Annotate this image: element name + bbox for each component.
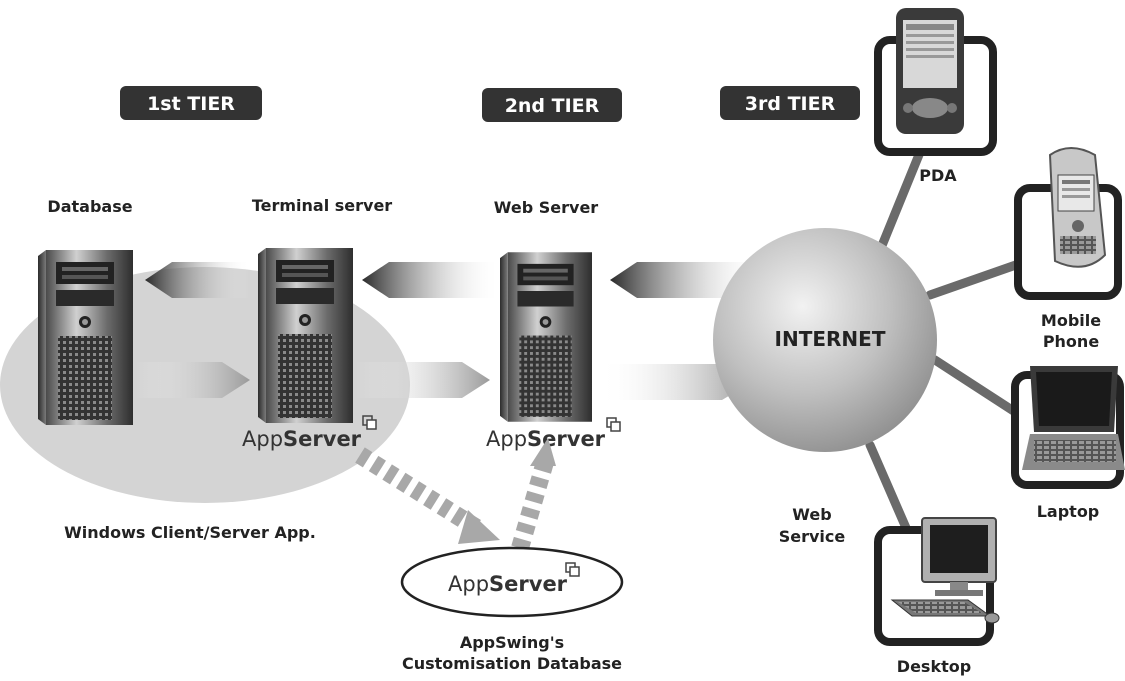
pda-icon [896, 8, 964, 134]
laptop-device: Laptop [1011, 366, 1125, 521]
pda-label: PDA [919, 166, 957, 185]
desktop-icon [890, 517, 1000, 624]
internet-label: INTERNET [775, 327, 886, 351]
arrow-left-1 [145, 262, 250, 298]
appserver-prefix: App [486, 427, 527, 451]
desktop-device: Desktop [874, 517, 1000, 676]
mobile-phone-device: Mobile Phone [1014, 147, 1122, 351]
customisation-db-ellipse [400, 546, 624, 618]
svg-text:AppServer: AppServer [448, 572, 568, 596]
tier-label-2: 2nd TIER [505, 95, 600, 117]
arrow-right-3 [600, 364, 752, 400]
appserver-prefix: App [448, 572, 489, 596]
web-server-label: Web Server [494, 198, 599, 217]
database-label: Database [47, 197, 132, 216]
mobile-label-line2: Phone [1043, 332, 1100, 351]
tier-badge-2: 2nd TIER [482, 88, 622, 122]
appserver-logo-web: AppServer [486, 417, 621, 451]
customisation-label-line2: Customisation Database [402, 654, 622, 673]
svg-text:AppServer: AppServer [486, 427, 606, 451]
appserver-bold: Server [283, 427, 362, 451]
database-server-icon [38, 250, 133, 425]
web-service-label-line2: Service [779, 527, 846, 546]
terminal-server-label: Terminal server [252, 196, 392, 215]
laptop-label: Laptop [1037, 502, 1100, 521]
pda-device: PDA [874, 8, 997, 185]
mobile-label-line1: Mobile [1041, 311, 1101, 330]
tier-label-3: 3rd TIER [745, 93, 836, 115]
client-server-label: Windows Client/Server App. [64, 523, 316, 542]
customisation-label-line1: AppSwing's [460, 633, 564, 652]
arrow-left-2 [362, 262, 500, 298]
laptop-icon [1022, 366, 1125, 470]
dashed-arrow-from-db [511, 438, 556, 551]
appserver-prefix: App [242, 427, 283, 451]
web-service-label-line1: Web [792, 505, 831, 524]
appserver-logo-terminal: AppServer [242, 415, 377, 451]
dashed-arrow-to-db [355, 447, 500, 544]
desktop-label: Desktop [897, 657, 971, 676]
internet-globe [713, 228, 937, 452]
terminal-server-icon [258, 248, 353, 423]
svg-text:AppServer: AppServer [242, 427, 362, 451]
tier-badge-3: 3rd TIER [720, 86, 860, 120]
mobile-phone-icon [1048, 147, 1107, 268]
arrow-right-1 [135, 362, 250, 398]
arrow-right-2 [355, 362, 490, 398]
appserver-bold: Server [489, 572, 568, 596]
tier-badge-1: 1st TIER [120, 86, 262, 120]
web-server-icon [500, 252, 592, 422]
appserver-logo-db: AppServer [448, 562, 580, 596]
tier-label-1: 1st TIER [147, 93, 235, 115]
appserver-bold: Server [527, 427, 606, 451]
